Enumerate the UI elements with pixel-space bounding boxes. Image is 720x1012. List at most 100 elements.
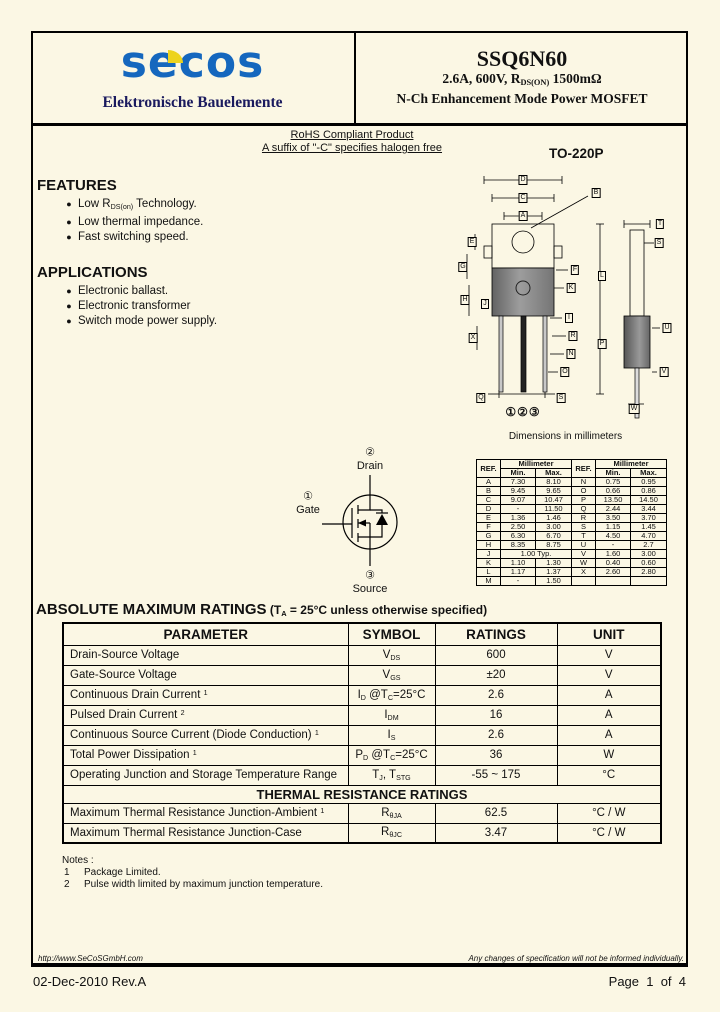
note-item: 2 Pulse width limited by maximum junctio… [62, 879, 323, 891]
note-text: Pulse width limited by maximum junction … [84, 879, 323, 890]
col-symbol: SYMBOL [347, 622, 436, 646]
dim-ref-header: REF. [476, 459, 501, 478]
ratings-table: PARAMETER SYMBOL RATINGS UNIT Drain-Sour… [62, 622, 662, 844]
dim-cell: 1.17 [500, 567, 536, 577]
dimension-table-wrap: REF. Millimeter REF. Millimeter Min. Max… [476, 459, 668, 586]
feature-text: Fast switching speed. [78, 230, 189, 243]
dim-ref-label: B [591, 188, 601, 198]
dim-cell: 1.36 [500, 513, 536, 523]
dim-cell: 6.30 [500, 531, 536, 541]
part-number: SSQ6N60 [476, 45, 568, 71]
parameter-cell: Operating Junction and Storage Temperatu… [62, 764, 349, 786]
application-item: ●Switch mode power supply. [60, 314, 217, 329]
dim-cell: - [500, 576, 536, 586]
section-title: THERMAL RESISTANCE RATINGS [62, 784, 662, 804]
rohs-line1: RoHS Compliant Product [290, 129, 414, 141]
dim-cell: K [476, 558, 501, 568]
dim-cell: S [571, 522, 597, 532]
dim-cell: 2.50 [500, 522, 536, 532]
dim-cell: 1.30 [534, 558, 573, 568]
ratings-heading: ABSOLUTE MAXIMUM RATINGS (TA = 25°C unle… [36, 601, 487, 619]
bullet-icon: ● [66, 231, 72, 242]
bullet-icon: ● [66, 199, 72, 209]
dim-ref-label: X [468, 333, 478, 343]
dim-max-header: Max. [630, 468, 668, 478]
dim-cell: 9.07 [500, 495, 536, 505]
dim-cell: 2.80 [630, 567, 668, 577]
bullet-icon: ● [66, 286, 72, 296]
dim-ref-label: P [597, 339, 607, 349]
ratings-condition: (TA = 25°C unless otherwise specified) [266, 603, 488, 618]
unit-cell: A [556, 704, 662, 726]
dim-cell: 0.66 [595, 486, 632, 496]
dim-cell: 0.40 [595, 558, 632, 568]
dim-cell: 1.60 [595, 549, 632, 559]
dim-cell: 0.60 [630, 558, 668, 568]
secos-logo: secos [121, 40, 265, 93]
rating-cell: 2.6 [434, 724, 558, 746]
dim-cell: 0.86 [630, 486, 668, 496]
dim-cell: 1.37 [534, 567, 573, 577]
applications-title: APPLICATIONS [37, 264, 148, 281]
notes-title: Notes : [62, 855, 94, 866]
feature-item: ● Fast switching speed. [60, 230, 203, 245]
dim-cell: 9.65 [534, 486, 573, 496]
dim-cell: H [476, 540, 501, 550]
dim-cell: - [500, 504, 536, 514]
dim-cell [595, 576, 632, 586]
dim-cell: 0.95 [630, 477, 668, 487]
rating-cell: 2.6 [434, 684, 558, 706]
rating-cell: ±20 [434, 664, 558, 686]
dim-cell: 1.50 [534, 576, 573, 586]
dim-cell: 1.45 [630, 522, 668, 532]
footer-page-number: Page 1 of 4 [608, 974, 686, 989]
features-list: ●Low RDS(on) Technology. ●Low thermal im… [60, 197, 203, 245]
parameter-cell: Continuous Source Current (Diode Conduct… [62, 724, 349, 746]
bullet-icon: ● [66, 216, 72, 227]
application-item: ●Electronic ballast. [60, 284, 217, 299]
dim-cell: 0.75 [595, 477, 632, 487]
dim-ref-label: D [518, 175, 528, 185]
feature-item: ●Low thermal impedance. [60, 215, 203, 230]
drain-pin-number: ② [365, 446, 375, 459]
spec-line: 2.6A, 600V, RDS(ON) 1500mΩ [442, 70, 602, 88]
package-outline-icon [466, 176, 660, 419]
unit-cell: V [556, 664, 662, 686]
dim-ref-label: S [556, 393, 566, 403]
dim-cell: N [571, 477, 597, 487]
note-item: 1 Package Limited. [62, 867, 323, 879]
dim-cell: U [571, 540, 597, 550]
device-type-line: N-Ch Enhancement Mode Power MOSFET [396, 91, 648, 107]
dim-cell: 8.10 [534, 477, 573, 487]
rating-cell: 36 [434, 744, 558, 766]
dim-ref-label: R [568, 331, 578, 341]
symbol-cell: IDM [347, 704, 436, 726]
application-item: ●Electronic transformer [60, 299, 217, 314]
drain-pin-label: Drain [356, 460, 384, 472]
mosfet-symbol-icon [322, 475, 398, 566]
parameter-cell: Continuous Drain Current 1 [62, 684, 349, 706]
dim-mm-header: Millimeter [499, 459, 573, 469]
dim-cell: M [476, 576, 501, 586]
symbol-cell: RθJA [347, 802, 436, 824]
bullet-icon: ● [66, 316, 72, 326]
parameter-cell: Pulsed Drain Current 2 [62, 704, 349, 726]
dim-cell: 14.50 [630, 495, 668, 505]
dim-cell: - [595, 540, 632, 550]
parameter-cell: Drain-Source Voltage [62, 644, 349, 666]
footer-disclaimer: Any changes of specification will not be… [468, 954, 684, 963]
dim-ref-label: I [565, 313, 573, 323]
symbol-cell: PD @TC=25°C [347, 744, 436, 766]
mosfet-symbol-diagram: ② Drain ① Gate ③ Source [292, 442, 457, 602]
rohs-line2: A suffix of "-C" specifies halogen free [261, 142, 443, 154]
dim-cell: 8.35 [500, 540, 536, 550]
